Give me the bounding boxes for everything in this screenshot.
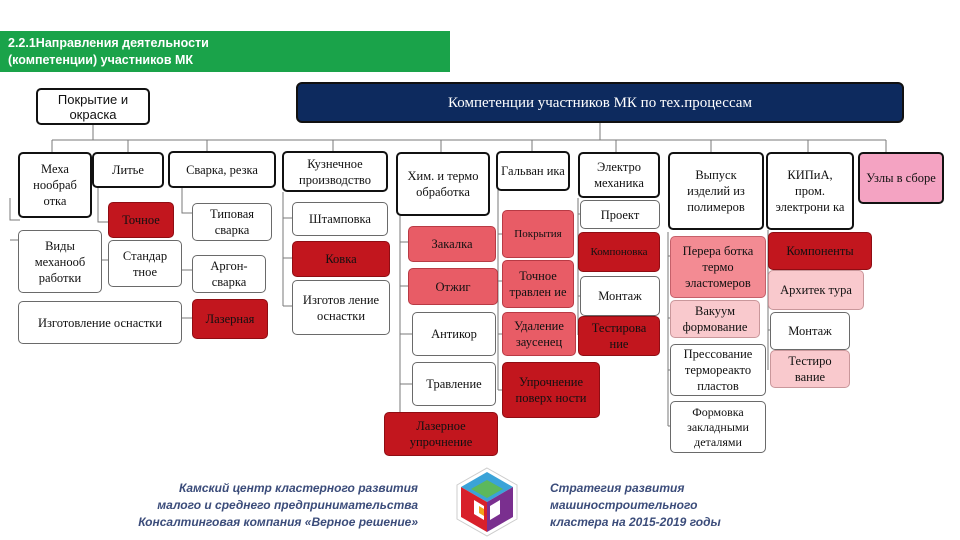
item-poly-pressing: Прессование термореакто пластов (670, 344, 766, 396)
section-title: 2.2.1Направления деятельности (компетенц… (0, 31, 450, 72)
item-kip-testing: Тестиро вание (770, 350, 850, 388)
item-chem-laser-hardening: Лазерное упрочнение (384, 412, 498, 456)
footer-left-line1: Камский центр кластерного развития (178, 481, 418, 495)
item-el-layout: Компоновка (578, 232, 660, 272)
footer-right-line1: Стратегия развития (550, 481, 685, 495)
category-machining: Меха нообраб отка (18, 152, 92, 218)
category-electromechanics: Электро механика (578, 152, 660, 198)
item-forging-tooling: Изготов ление оснастки (292, 280, 390, 335)
category-casting: Литье (92, 152, 164, 188)
item-poly-elastomers: Перера ботка термо эластомеров (670, 236, 766, 298)
item-galv-coatings: Покрытия (502, 210, 574, 258)
section-title-line1: 2.2.1Направления деятельности (8, 36, 209, 50)
footer-left: Камский центр кластерного развития малог… (96, 480, 418, 531)
footer-left-line3: Консалтинговая компания «Верное решение» (138, 515, 418, 529)
category-assemblies: Узлы в сборе (858, 152, 944, 204)
footer-right-line3: кластера на 2015-2019 годы (550, 515, 721, 529)
category-forging: Кузнечное производство (282, 151, 388, 192)
item-el-testing: Тестирова ние (578, 316, 660, 356)
item-machining-types: Виды механооб работки (18, 230, 102, 293)
item-kip-architecture: Архитек тура (768, 270, 864, 310)
category-kip: КИПиА, пром. электрони ка (766, 152, 854, 230)
category-welding: Сварка, резка (168, 151, 276, 188)
footer-right: Стратегия развития машиностроительного к… (550, 480, 780, 531)
footer-left-line2: малого и среднего предпринимательства (157, 498, 418, 512)
category-polymers: Выпуск изделий из полимеров (668, 152, 764, 230)
item-forging-stamping: Штамповка (292, 202, 388, 236)
item-chem-anneal: Отжиг (408, 268, 498, 305)
item-forging-forging: Ковка (292, 241, 390, 277)
item-casting-precise: Точное (108, 202, 174, 238)
section-title-line2: (компетенции) участников МК (8, 53, 194, 67)
category-chem-treatment: Хим. и термо обработка (396, 152, 490, 216)
item-kip-components: Компоненты (768, 232, 872, 270)
item-kip-mounting: Монтаж (770, 312, 850, 350)
item-chem-etching: Травление (412, 362, 496, 406)
item-welding-typical: Типовая сварка (192, 203, 272, 241)
category-galvanics: Гальван ика (496, 151, 570, 191)
item-galv-deburring: Удаление заусенец (502, 312, 576, 356)
item-galv-surface-hardening: Упрочнение поверх ности (502, 362, 600, 418)
cluster-hexagon-logo-icon (456, 467, 518, 537)
item-chem-quench: Закалка (408, 226, 496, 262)
main-title-box: Компетенции участников МК по тех.процесс… (296, 82, 904, 123)
item-tooling: Изготовление оснастки (18, 301, 182, 344)
item-casting-standard: Стандар тное (108, 240, 182, 287)
item-el-project: Проект (580, 200, 660, 229)
item-welding-laser: Лазерная (192, 299, 268, 339)
item-chem-anticor: Антикор (412, 312, 496, 356)
item-galv-etching: Точное травлен ие (502, 260, 574, 308)
item-poly-vacuum: Вакуум формование (670, 300, 760, 338)
item-poly-molding: Формовка закладными деталями (670, 401, 766, 453)
footer-right-line2: машиностроительного (550, 498, 698, 512)
item-el-mounting: Монтаж (580, 276, 660, 316)
coating-category: Покрытие и окраска (36, 88, 150, 125)
item-welding-argon: Аргон-сварка (192, 255, 266, 293)
